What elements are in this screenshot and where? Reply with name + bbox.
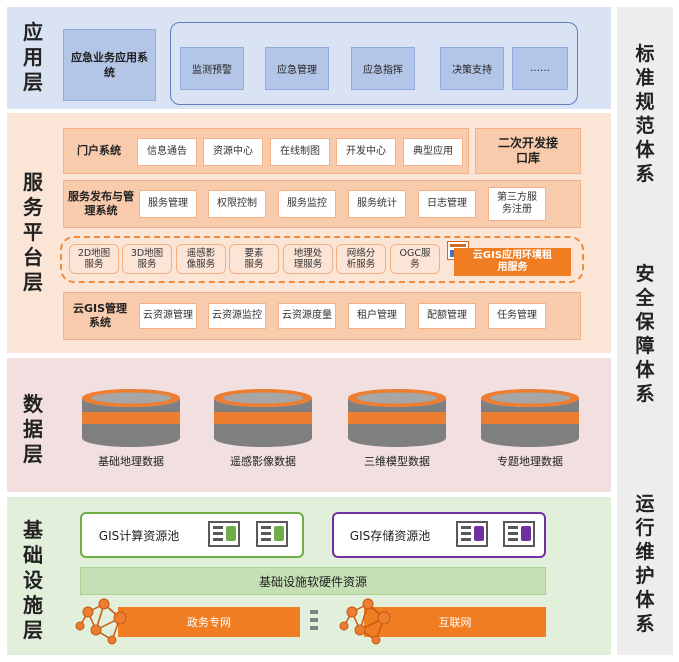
storage-pool-label: GIS存储资源池	[349, 528, 431, 543]
side-panel	[617, 7, 673, 655]
gis-service-2d-map: 2D地图服务	[69, 244, 119, 274]
app-module-command: 应急指挥	[351, 47, 415, 90]
publish-item-service-mgmt: 服务管理	[139, 190, 197, 218]
db-label-basic-geo: 基础地理数据	[98, 455, 164, 468]
portal-item-online-mapping: 在线制图	[270, 138, 330, 166]
cloud-gis-env-rental-service: 云GIS应用环境租用服务	[454, 248, 571, 276]
security-system-label: 安全保障体系	[635, 263, 655, 405]
app-module-more: ……	[512, 47, 568, 90]
app-layer-title: 应用层	[23, 20, 43, 94]
network-node-dots	[339, 598, 391, 645]
publish-mgmt-label: 服务发布与管理系统	[68, 190, 134, 217]
internet-bar: 互联网	[364, 607, 546, 637]
app-module-monitoring: 监测预警	[180, 47, 244, 90]
gis-services-row	[60, 236, 584, 283]
server-icon	[208, 521, 240, 547]
database-icon-remote-sensing	[214, 389, 312, 447]
publish-item-monitoring: 服务监控	[278, 190, 336, 218]
storage-icon	[503, 521, 535, 547]
gis-service-remote-sensing: 遥感影像服务	[176, 244, 226, 274]
network-node-dots	[75, 598, 127, 645]
db-label-thematic: 专题地理数据	[497, 455, 563, 468]
database-icon-3d-model	[348, 389, 446, 447]
service-layer-title: 服务平台层	[23, 170, 43, 294]
compute-pool-label: GIS计算资源池	[98, 528, 180, 543]
gis-service-network-analysis: 网络分析服务	[336, 244, 386, 274]
app-module-decision: 决策支持	[440, 47, 504, 90]
database-icon-basic	[82, 389, 180, 447]
network-separator-icon	[310, 610, 318, 630]
database-icon-thematic	[481, 389, 579, 447]
cloud-item-resource-mgmt: 云资源管理	[139, 303, 197, 329]
app-module-emergency-mgmt: 应急管理	[265, 47, 329, 90]
portal-item-dev-center: 开发中心	[336, 138, 396, 166]
publish-item-statistics: 服务统计	[348, 190, 406, 218]
gis-service-3d-map: 3D地图服务	[122, 244, 172, 274]
publish-item-log: 日志管理	[418, 190, 476, 218]
gov-private-network-bar: 政务专网	[118, 607, 300, 637]
portal-system-label: 门户系统	[77, 144, 121, 157]
portal-item-resource-center: 资源中心	[203, 138, 263, 166]
hw-sw-resources-bar: 基础设施软硬件资源	[80, 567, 546, 595]
infra-layer-title: 基础设施层	[23, 518, 43, 642]
cloud-gis-mgmt-label: 云GIS管理系统	[72, 302, 128, 329]
cloud-item-quota-mgmt: 配额管理	[418, 303, 476, 329]
data-layer-title: 数据层	[23, 392, 43, 466]
server-icon	[256, 521, 288, 547]
publish-item-permission: 权限控制	[208, 190, 266, 218]
portal-item-typical-app: 典型应用	[403, 138, 463, 166]
cloud-item-resource-monitor: 云资源监控	[208, 303, 266, 329]
cloud-item-task-mgmt: 任务管理	[488, 303, 546, 329]
gis-service-geoprocessing: 地理处理服务	[283, 244, 333, 274]
portal-row	[63, 128, 469, 174]
operations-system-label: 运行维护体系	[635, 493, 655, 635]
cloud-item-tenant-mgmt: 租户管理	[348, 303, 406, 329]
emergency-app-system-box: 应急业务应用系统	[63, 29, 156, 101]
gis-service-feature: 要素服务	[229, 244, 279, 274]
cloud-item-resource-metering: 云资源度量	[278, 303, 336, 329]
db-label-remote-sensing: 遥感影像数据	[230, 455, 296, 468]
standards-system-label: 标准规范体系	[635, 43, 655, 185]
publish-item-third-party: 第三方服务注册	[488, 187, 546, 221]
portal-item-notice: 信息通告	[137, 138, 197, 166]
secondary-dev-interface-box: 二次开发接口库	[475, 128, 581, 174]
db-label-3d-model: 三维模型数据	[364, 455, 430, 468]
gis-service-ogc: OGC服务	[390, 244, 440, 274]
storage-icon	[456, 521, 488, 547]
